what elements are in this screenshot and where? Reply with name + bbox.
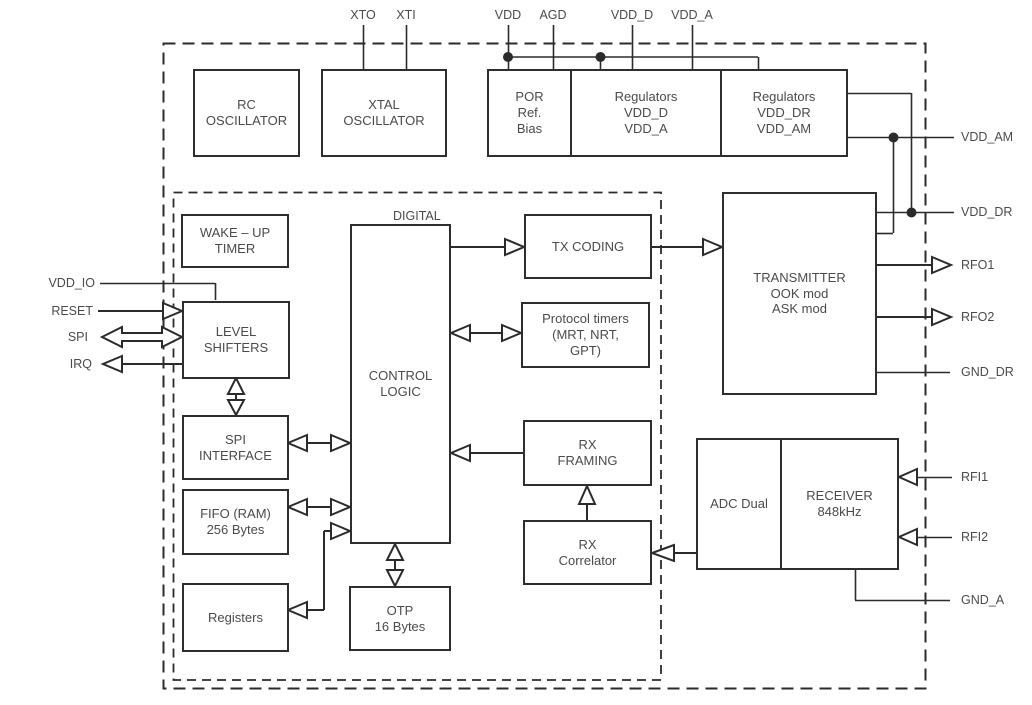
rfi2-arrow-icon	[896, 527, 918, 547]
block-wake-up-timer: WAKE – UP TIMER	[181, 214, 289, 268]
pin-label-rfo1: RFO1	[961, 258, 995, 272]
rx-path-arrow-icon	[448, 443, 471, 463]
pin-label-vdd: VDD	[494, 8, 522, 22]
block-transmitter: TRANSMITTER OOK mod ASK mod	[722, 192, 877, 395]
block-rx-framing: RX FRAMING	[523, 420, 652, 486]
block-adc-dual: ADC Dual	[696, 438, 782, 570]
pin-label-xti: XTI	[396, 8, 416, 22]
pin-label-vdd-d: VDD_D	[610, 8, 654, 22]
block-tx-coding: TX CODING	[524, 214, 652, 279]
pin-label-reset: RESET	[51, 304, 93, 318]
spi-bus-arrow-icon	[99, 325, 185, 349]
block-otp: OTP 16 Bytes	[349, 586, 451, 651]
block-fifo-ram: FIFO (RAM) 256 Bytes	[182, 489, 289, 555]
block-xtal-oscillator: XTAL OSCILLATOR	[321, 69, 447, 157]
pin-label-spi: SPI	[67, 330, 88, 344]
block-receiver: RECEIVER 848kHz	[780, 438, 899, 570]
to-transmitter-arrow-icon	[702, 237, 725, 257]
pin-label-rfi1: RFI1	[961, 470, 989, 484]
irq-arrow-icon	[100, 354, 123, 374]
block-rc-oscillator: RC OSCILLATOR	[193, 69, 300, 157]
digital-region-dashed-box	[172, 191, 662, 681]
pin-label-rfi2: RFI2	[961, 530, 989, 544]
block-protocol-timers: Protocol timers (MRT, NRT, GPT)	[521, 302, 650, 368]
block-spi-interface: SPI INTERFACE	[182, 415, 289, 480]
top-pin-lines	[362, 25, 760, 69]
pin-label-vdd-dr: VDD_DR	[961, 205, 1013, 219]
block-level-shifters: LEVEL SHIFTERS	[182, 301, 290, 379]
block-control-logic: CONTROL LOGIC	[350, 224, 451, 544]
block-registers: Registers	[182, 583, 289, 652]
pin-label-irq: IRQ	[69, 357, 92, 371]
pin-label-vdd-io: VDD_IO	[48, 276, 95, 290]
digital-region-label: DIGITAL	[391, 209, 443, 224]
pin-label-agd: AGD	[539, 8, 567, 22]
pin-label-xto: XTO	[350, 8, 376, 22]
block-regulators-vdd-d-a: Regulators VDD_D VDD_A	[570, 69, 722, 157]
pin-label-vdd-am: VDD_AM	[961, 130, 1014, 144]
rfi1-arrow-icon	[896, 467, 918, 487]
arrow-heads	[99, 237, 954, 620]
block-regulators-vdd-dr-am: Regulators VDD_DR VDD_AM	[720, 69, 848, 157]
tx-path-arrow-icon	[504, 237, 527, 257]
pin-label-rfo2: RFO2	[961, 310, 995, 324]
reset-arrow-icon	[162, 301, 185, 321]
pin-label-gnd-a: GND_A	[961, 593, 1005, 607]
left-pin-lines	[100, 282, 217, 300]
pin-label-gnd-dr: GND_DR	[961, 365, 1014, 379]
rfo2-arrow-icon	[931, 307, 954, 327]
block-rx-correlator: RX Correlator	[523, 520, 652, 585]
junction-dots	[503, 52, 917, 218]
pin-label-vdd-a: VDD_A	[671, 8, 713, 22]
block-por-ref-bias: POR Ref. Bias	[487, 69, 572, 157]
chip-boundary-dashed-box	[162, 42, 927, 690]
rfo1-arrow-icon	[931, 255, 954, 275]
